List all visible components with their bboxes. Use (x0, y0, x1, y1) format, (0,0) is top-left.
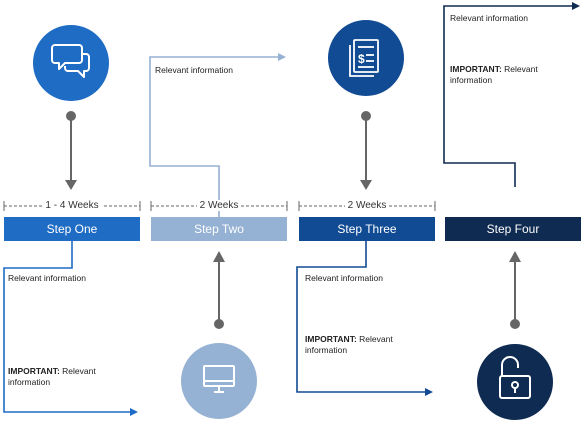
step-one-bar: Step One (4, 217, 140, 241)
step-two-bar: Step Two (151, 217, 287, 241)
step-four-bracket-arrow (443, 2, 580, 187)
step-three-bar: Step Three (299, 217, 435, 241)
chat-bubbles-icon (51, 44, 90, 78)
step-four-bar: Step Four (445, 217, 581, 241)
step-one-important: IMPORTANT: Relevant information (8, 366, 96, 387)
step-three-duration: 2 Weeks (299, 200, 435, 212)
step-one-icon-group (33, 25, 109, 101)
monitor-icon (203, 365, 235, 393)
step-four-icon-group (477, 344, 553, 420)
step-four-info: Relevant information (450, 13, 528, 23)
step-four-connector-dot (510, 319, 520, 329)
step-two-icon-group (181, 343, 257, 419)
step-one-duration: 1 - 4 Weeks (4, 200, 140, 212)
step-three-important: IMPORTANT: Relevant information (305, 334, 393, 355)
step-four-important: IMPORTANT: Relevant information (450, 64, 538, 85)
step-two-duration: 2 Weeks (151, 200, 287, 212)
step-three-icon-group: $ (328, 20, 404, 96)
step-three-bracket-arrow (296, 241, 433, 396)
step-one-connector-dot (66, 111, 76, 121)
step-three-info: Relevant information (305, 273, 383, 283)
step-three-connector-dot (361, 111, 371, 121)
step-one-connector-arrowhead (65, 180, 77, 190)
step-one-info: Relevant information (8, 273, 86, 283)
unlocked-padlock-icon (499, 356, 531, 399)
step-four-connector-arrowhead (509, 251, 521, 262)
step-two-bracket-arrow (149, 53, 286, 217)
invoice-icon: $ (349, 39, 379, 77)
step-three-icon-circle (328, 20, 404, 96)
step-two-info: Relevant information (155, 65, 233, 75)
step-two-connector-arrowhead (213, 251, 225, 262)
step-two-connector-dot (214, 319, 224, 329)
svg-text:$: $ (358, 52, 365, 66)
step-three-connector-arrowhead (360, 180, 372, 190)
step-one-bracket-arrow (3, 241, 138, 416)
